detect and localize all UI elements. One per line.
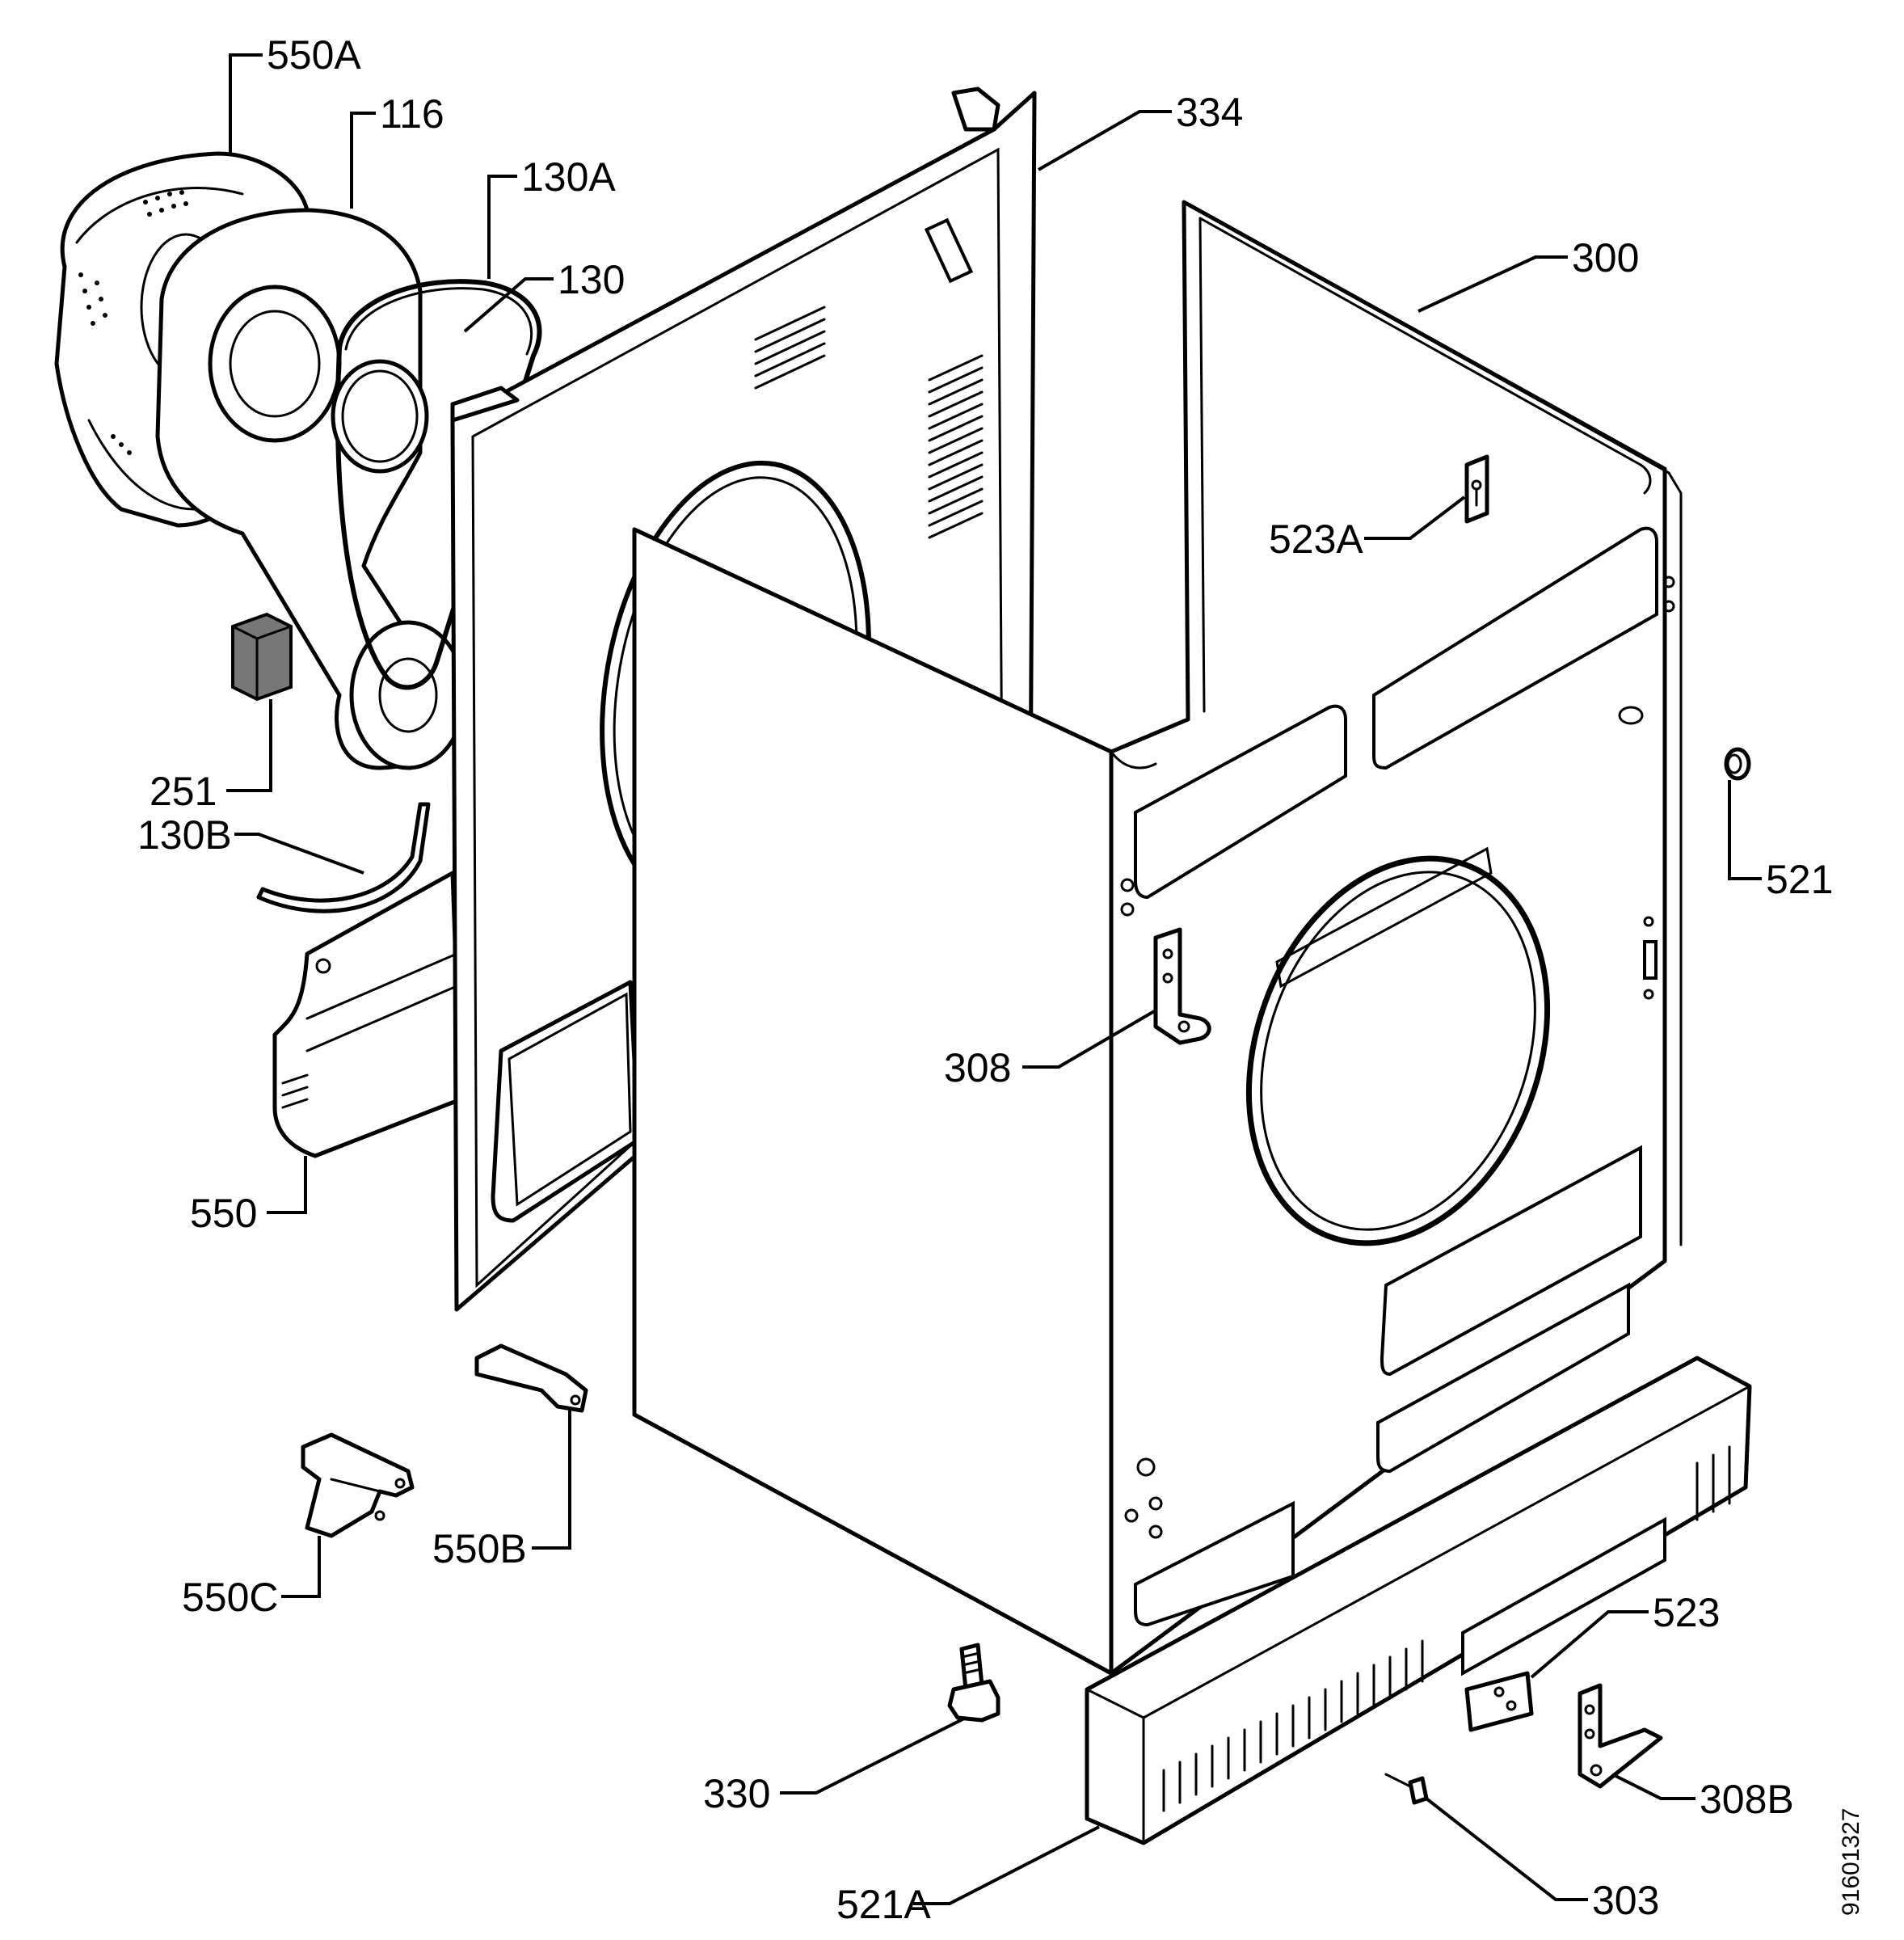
callout-303: 521A [836, 1882, 931, 1927]
callout-521: 521 [1766, 857, 1833, 902]
leader-550a [229, 53, 263, 154]
callout-251: 251 [150, 769, 217, 814]
leader-523a [1364, 496, 1466, 540]
callout-130: 130 [558, 257, 625, 302]
leader-130a [487, 175, 517, 279]
leader-116 [350, 112, 376, 209]
part-130-seal-ring [331, 359, 429, 474]
leader-334 [1038, 110, 1172, 171]
callout-330: 330 [703, 1771, 770, 1816]
document-number: 91601327 [1838, 1808, 1864, 1916]
part-300-cabinet [632, 200, 1683, 1676]
callout-130a: 130A [521, 154, 616, 200]
leader-330 [780, 1716, 967, 1794]
callout-550c: 550C [182, 1575, 279, 1620]
leader-130 [463, 277, 554, 333]
leader-550 [267, 1156, 307, 1214]
part-523-plate [1464, 1671, 1534, 1732]
callout-308b: 308B [1700, 1777, 1794, 1822]
callout-550a: 550A [267, 32, 361, 78]
part-308-hinge-bracket [1153, 927, 1211, 1045]
leader-lines [226, 53, 1762, 1905]
callout-523a: 523A [1269, 517, 1363, 562]
part-116-fan-housing [155, 208, 467, 770]
callout-550: 550 [190, 1191, 257, 1236]
callout-334: 334 [1176, 90, 1243, 135]
part-330-adjustable-foot [947, 1643, 1000, 1723]
callout-550b: 550B [432, 1526, 527, 1571]
part-523a-keyhole-bracket [1464, 454, 1489, 524]
part-550-bottom-duct [272, 871, 463, 1158]
plinth-vent-slots [1162, 1445, 1731, 1812]
part-308b-angle-bracket [1578, 1683, 1663, 1789]
part-521-cap [1724, 747, 1751, 781]
leader-308 [1022, 1009, 1157, 1069]
callout-labels: 550A 116 130A 130 334 300 523A 251 130B … [137, 32, 1833, 1927]
part-550b-clip [474, 1343, 588, 1413]
leader-550b [532, 1411, 571, 1550]
callout-308: 308 [944, 1045, 1011, 1090]
leader-523 [1530, 1610, 1649, 1679]
callout-130b: 130B [137, 812, 232, 858]
leader-521 [1728, 780, 1762, 880]
part-521a-screw [1384, 1773, 1429, 1805]
callout-116: 116 [380, 91, 444, 137]
callout-523: 523 [1653, 1590, 1720, 1635]
part-550c-clip-bracket [301, 1432, 415, 1538]
cabinet-holes [1120, 576, 1675, 1539]
vent-slots-upper [754, 306, 984, 539]
callout-521a: 303 [1592, 1878, 1659, 1923]
leader-303 [913, 1825, 1100, 1905]
leader-300 [1417, 255, 1568, 313]
leader-521a [1425, 1797, 1588, 1901]
perforation-pattern [78, 190, 188, 455]
cabinet-side-cutouts [1134, 526, 1658, 1627]
part-130a-gasket-ring [335, 279, 542, 690]
part-303-plinth-panel [1085, 1356, 1752, 1845]
leader-550c [281, 1536, 321, 1598]
leader-308b [1611, 1773, 1695, 1800]
part-251-foam-block [231, 612, 293, 702]
leader-251 [226, 699, 272, 792]
leader-130b [234, 833, 364, 875]
part-130b-clip-strip [256, 802, 431, 913]
callout-300: 300 [1572, 235, 1639, 280]
